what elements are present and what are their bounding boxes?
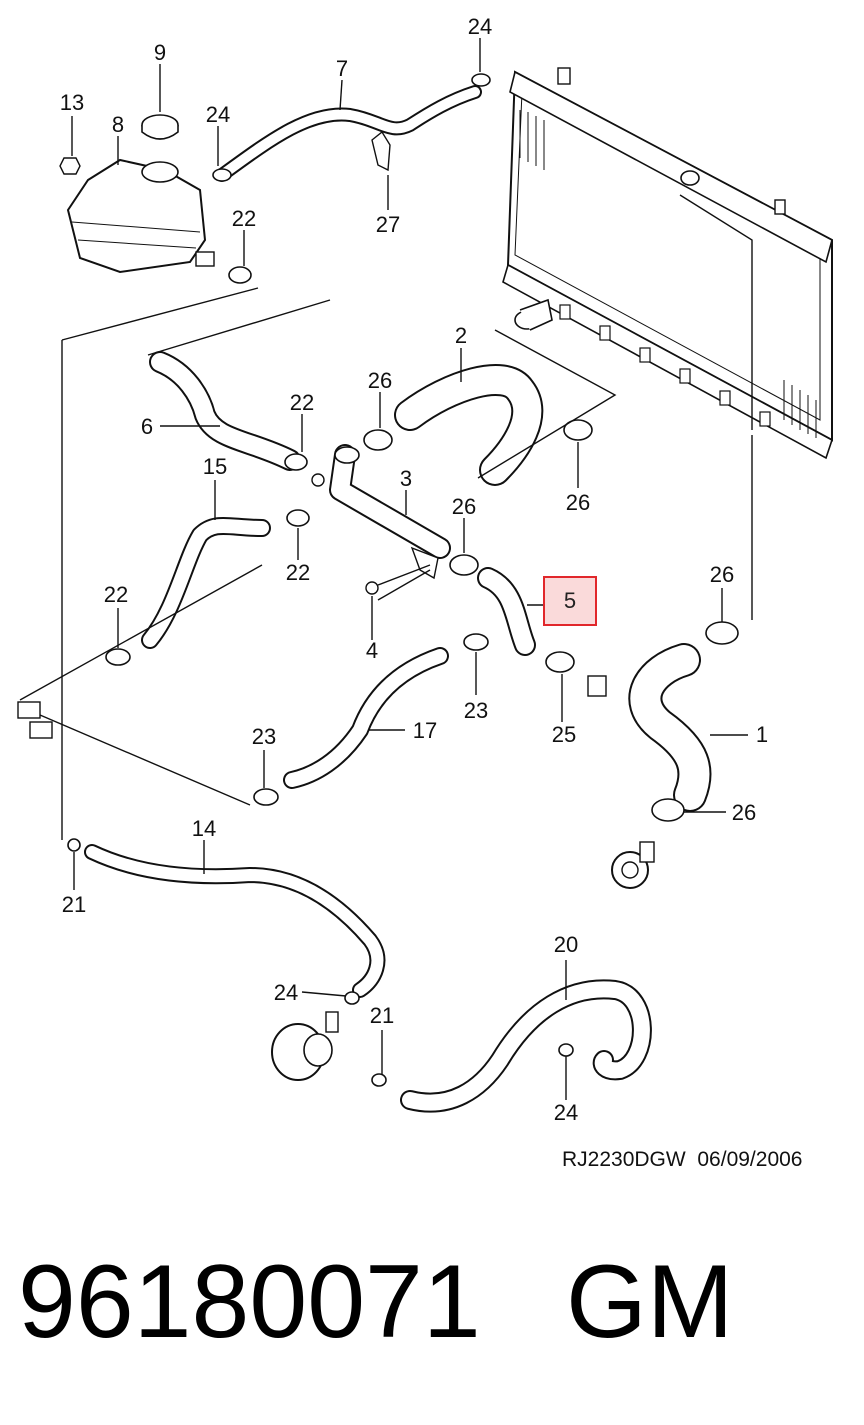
drawing-date: 06/09/2006: [697, 1148, 803, 1171]
bolt: [365, 564, 431, 595]
hose-6: [149, 351, 301, 471]
callout-labels: 9 13 8 7 24 24 22 27 2 26 22 6 3 26 26 1…: [60, 14, 768, 1125]
callout-26d: 26: [710, 562, 734, 587]
callout-20: 20: [554, 932, 578, 957]
callout-22c: 22: [286, 560, 310, 585]
callout-24c: 24: [274, 980, 298, 1005]
callout-25: 25: [552, 722, 576, 747]
upper-hose: [394, 364, 544, 486]
hose-14: [84, 844, 386, 998]
callout-7: 7: [336, 56, 348, 81]
callout-21a: 21: [62, 892, 86, 917]
callout-21b: 21: [370, 1003, 394, 1028]
leader-lines: [71, 38, 748, 1100]
callout-3: 3: [400, 466, 412, 491]
radiator: [502, 67, 833, 460]
lower-hose: [628, 643, 712, 812]
hose-5: [477, 567, 536, 656]
water-pipe: [311, 444, 451, 580]
callout-24a: 24: [468, 14, 492, 39]
thermostat-housing: [611, 841, 655, 889]
pipe-stub: [587, 675, 607, 697]
callout-8: 8: [112, 112, 124, 137]
callout-23b: 23: [252, 724, 276, 749]
callout-22b: 22: [290, 390, 314, 415]
callout-22a: 22: [232, 206, 256, 231]
tank-nut: [59, 157, 81, 175]
highlighted-callout-5: 5: [543, 576, 597, 626]
clamps: [67, 73, 739, 1087]
callout-13: 13: [60, 90, 84, 115]
callout-6: 6: [141, 414, 153, 439]
callout-26a: 26: [368, 368, 392, 393]
assembly-lines: [19, 194, 753, 840]
callout-26e: 26: [732, 800, 756, 825]
hose-20: [400, 979, 652, 1113]
callout-14: 14: [192, 816, 216, 841]
drawing-reference: RJ2230DGW 06/09/2006: [562, 1148, 802, 1172]
callout-17: 17: [413, 718, 437, 743]
callout-26b: 26: [452, 494, 476, 519]
cooling-system-diagram: 9 13 8 7 24 24 22 27 2 26 22 6 3 26 26 1…: [17, 14, 833, 1125]
callout-24d: 24: [554, 1100, 578, 1125]
callout-1: 1: [756, 722, 768, 747]
tee-connector: [17, 701, 53, 739]
hose-17: [283, 647, 449, 789]
brand-name: GM: [566, 1244, 734, 1360]
throttle-body: [271, 1011, 339, 1081]
callout-2: 2: [455, 323, 467, 348]
part-number: 96180071: [18, 1244, 481, 1360]
callout-23a: 23: [464, 698, 488, 723]
drawing-code: RJ2230DGW: [562, 1148, 686, 1171]
overflow-hose: [215, 85, 482, 182]
callout-24b: 24: [206, 102, 230, 127]
hose-15: [141, 516, 271, 649]
callout-26c: 26: [566, 490, 590, 515]
callout-15: 15: [203, 454, 227, 479]
callout-27: 27: [376, 212, 400, 237]
callout-4: 4: [366, 638, 378, 663]
callout-9: 9: [154, 40, 166, 65]
bracket: [371, 130, 391, 172]
filler-cap: [141, 114, 179, 140]
expansion-tank: [66, 158, 215, 274]
callout-22d: 22: [104, 582, 128, 607]
